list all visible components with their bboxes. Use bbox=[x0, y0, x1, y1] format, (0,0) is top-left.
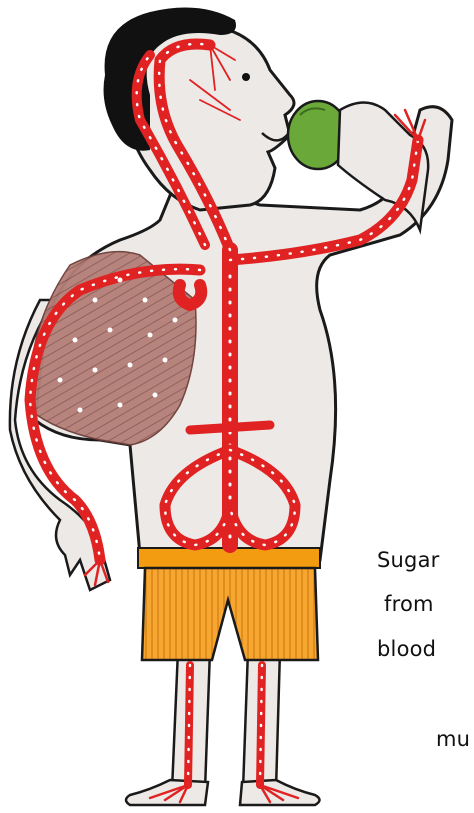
caption-line-4: mu bbox=[436, 727, 470, 751]
feet bbox=[126, 780, 320, 805]
shorts bbox=[138, 548, 320, 660]
caption-line-3: blood bbox=[377, 637, 436, 661]
caption-line-2: from bbox=[384, 592, 434, 616]
caption-line-1: Sugar bbox=[377, 548, 439, 572]
eye bbox=[242, 73, 250, 81]
